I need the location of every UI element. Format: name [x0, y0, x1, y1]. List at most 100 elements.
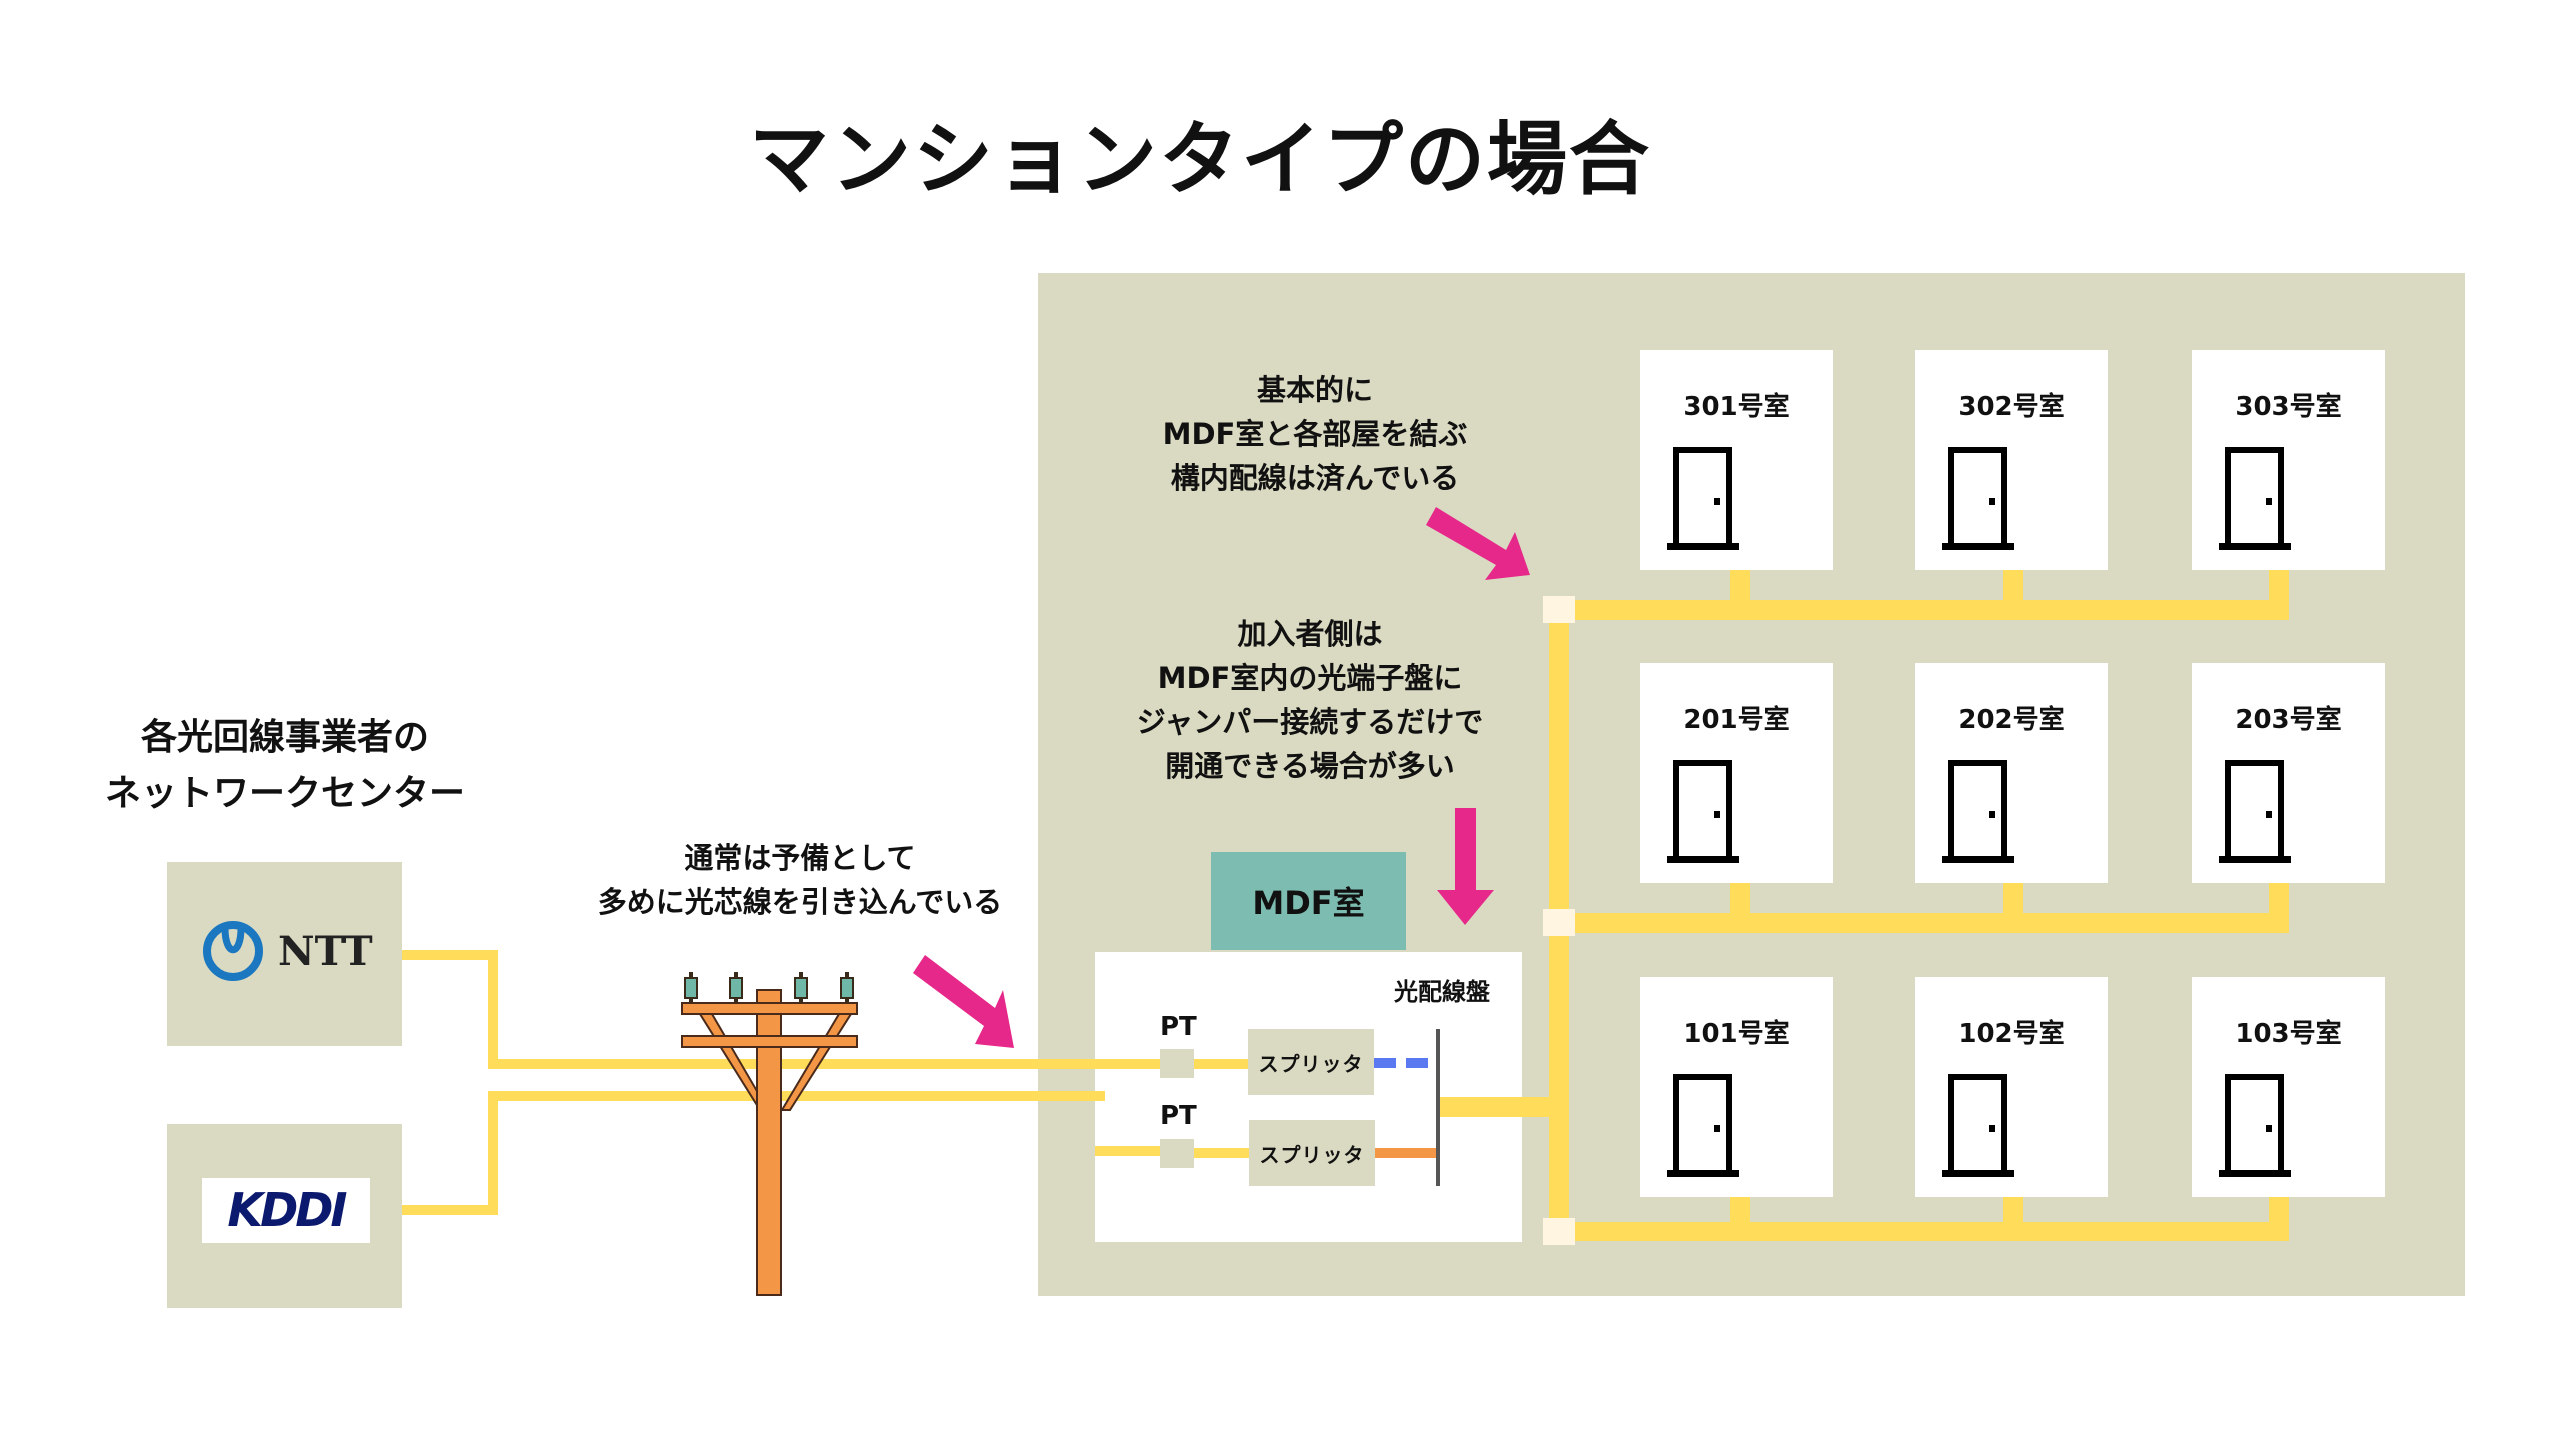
- door-icon: [1948, 760, 2007, 858]
- junction-box-floor2: [1543, 909, 1575, 936]
- fiber-line-ntt: [402, 950, 1160, 1069]
- door-sill: [1667, 856, 1739, 863]
- fiber-in-kddi-stub: [1095, 1091, 1105, 1101]
- room-label: 303号室: [2235, 392, 2342, 422]
- room: 103号室: [2192, 977, 2385, 1197]
- wiring-note: 基本的に MDF室と各部屋を結ぶ 構内配線は済んでいる: [1100, 368, 1530, 500]
- door-icon: [1673, 1074, 1732, 1172]
- pole-note: 通常は予備として 多めに光芯線を引き込んでいる: [540, 836, 1060, 924]
- splitter-2: スプリッタ: [1249, 1120, 1375, 1186]
- fiber-in-kddi: [1095, 1146, 1160, 1156]
- carrier-ntt-box: NTT: [167, 862, 402, 1046]
- door-knob: [1714, 498, 1720, 505]
- door-sill: [1942, 1170, 2014, 1177]
- pt-label-2: PT: [1160, 1101, 1197, 1131]
- room: 303号室: [2192, 350, 2385, 570]
- pt-label-1: PT: [1160, 1012, 1197, 1042]
- room: 203号室: [2192, 663, 2385, 883]
- pole-note-line1: 通常は予備として: [684, 841, 916, 875]
- subscriber-note: 加入者側は MDF室内の光端子盤に ジャンパー接続するだけで 開通できる場合が多…: [1080, 612, 1540, 788]
- splitter-2-label: スプリッタ: [1259, 1142, 1365, 1167]
- room-label: 101号室: [1683, 1019, 1790, 1049]
- room-label: 102号室: [1958, 1019, 2065, 1049]
- network-center-heading: 各光回線事業者の ネットワークセンター: [60, 710, 510, 822]
- arrow-to-riser-icon: [1426, 507, 1530, 580]
- splitter-1-label: スプリッタ: [1258, 1051, 1364, 1076]
- door-sill: [1942, 543, 2014, 550]
- mdf-room-label: MDF室: [1211, 852, 1406, 950]
- door-sill: [2219, 856, 2291, 863]
- pole-note-line2: 多めに光芯線を引き込んでいる: [597, 885, 1003, 919]
- kddi-logo-icon: KDDI: [202, 1178, 370, 1243]
- room-label: 202号室: [1958, 705, 2065, 735]
- drop-103: [2269, 1197, 2289, 1227]
- wiring-note-line3: 構内配線は済んでいる: [1170, 461, 1460, 495]
- arrow-to-building-icon: [913, 955, 1014, 1048]
- splitter-1: スプリッタ: [1248, 1029, 1374, 1095]
- drop-202: [2003, 883, 2023, 918]
- carrier-kddi-box: KDDI: [167, 1124, 402, 1308]
- drop-102: [2003, 1197, 2023, 1227]
- network-center-line1: 各光回線事業者の: [140, 717, 429, 758]
- room-label: 203号室: [2235, 705, 2342, 735]
- subscriber-note-line1: 加入者側は: [1237, 617, 1383, 651]
- optical-distribution-panel-label: 光配線盤: [1394, 978, 1490, 1006]
- junction-box-floor3: [1543, 596, 1575, 623]
- subscriber-note-line4: 開通できる場合が多い: [1165, 749, 1455, 783]
- door-icon: [2225, 447, 2284, 545]
- room-label: 301号室: [1683, 392, 1790, 422]
- door-sill: [1667, 543, 1739, 550]
- drop-201: [1730, 883, 1750, 918]
- ntt-logo-text: NTT: [278, 928, 373, 975]
- door-knob: [2266, 498, 2272, 505]
- door-sill: [1667, 1170, 1739, 1177]
- room: 202号室: [1915, 663, 2108, 883]
- door-knob: [1989, 811, 1995, 818]
- door-knob: [2266, 811, 2272, 818]
- pt-box-1: [1160, 1049, 1194, 1078]
- subscriber-note-line3: ジャンパー接続するだけで: [1136, 705, 1484, 739]
- door-icon: [1948, 1074, 2007, 1172]
- in-building-wiring: [1549, 570, 2289, 1245]
- drop-101: [1730, 1197, 1750, 1227]
- fiber-in-ntt: [1095, 1059, 1160, 1069]
- drop-203: [2269, 883, 2289, 918]
- subscriber-note-line2: MDF室内の光端子盤に: [1157, 661, 1463, 695]
- door-knob: [1989, 1125, 1995, 1132]
- arrow-to-panel-icon: [1437, 808, 1494, 925]
- room-label: 201号室: [1683, 705, 1790, 735]
- ntt-drop: [221, 927, 245, 953]
- door-sill: [2219, 1170, 2291, 1177]
- door-knob: [1714, 1125, 1720, 1132]
- utility-pole-icon: [681, 972, 858, 1296]
- room: 201号室: [1640, 663, 1833, 883]
- wiring-note-line1: 基本的に: [1256, 373, 1373, 407]
- wiring-note-line2: MDF室と各部屋を結ぶ: [1162, 417, 1468, 451]
- drop-303: [2269, 570, 2289, 605]
- door-icon: [2225, 760, 2284, 858]
- kddi-logo-text: KDDI: [227, 1183, 347, 1237]
- drop-302: [2003, 570, 2023, 605]
- pt-to-splitter-2: [1194, 1148, 1249, 1158]
- room-label: 302号室: [1958, 392, 2065, 422]
- room-label: 103号室: [2235, 1019, 2342, 1049]
- door-knob: [1714, 811, 1720, 818]
- drop-301: [1730, 570, 1750, 605]
- room: 302号室: [1915, 350, 2108, 570]
- door-icon: [2225, 1074, 2284, 1172]
- door-knob: [2266, 1125, 2272, 1132]
- panel-to-riser: [1440, 1097, 1552, 1117]
- pt-box-2: [1160, 1139, 1194, 1168]
- pt-to-splitter-1: [1194, 1059, 1248, 1069]
- room: 301号室: [1640, 350, 1833, 570]
- door-sill: [1942, 856, 2014, 863]
- ntt-ring: [203, 921, 263, 981]
- network-center-line2: ネットワークセンター: [104, 773, 465, 814]
- room: 102号室: [1915, 977, 2108, 1197]
- ntt-logo-icon: [203, 921, 263, 981]
- door-icon: [1673, 447, 1732, 545]
- door-icon: [1948, 447, 2007, 545]
- page-title: マンションタイプの場合: [749, 113, 1651, 206]
